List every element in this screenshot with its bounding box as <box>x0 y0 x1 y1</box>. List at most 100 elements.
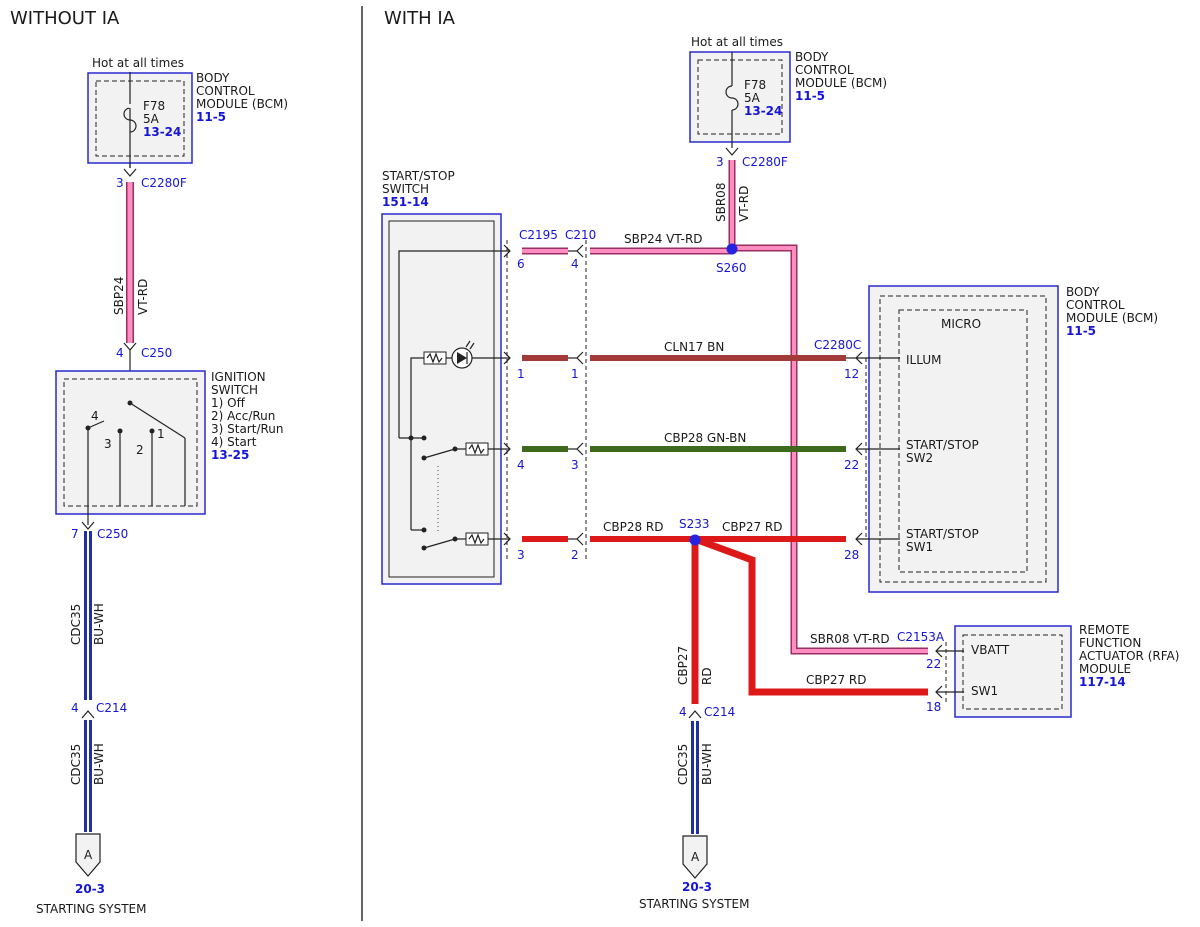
left-hot-label: Hot at all times <box>92 56 184 70</box>
right-bcm-top-label-1: BODY <box>795 50 829 64</box>
rfa-ref: 117-14 <box>1079 675 1126 689</box>
row1-pin-left: 1 <box>517 367 525 381</box>
left-fuse-ref: 13-24 <box>143 125 181 139</box>
ignition-label-3: 1) Off <box>211 396 246 410</box>
left-wire-cdc35-color-2: BU-WH <box>92 743 106 785</box>
ignition-label-2: SWITCH <box>211 383 258 397</box>
right-wire-cdc35-circuit: CDC35 <box>676 744 690 785</box>
ignition-label-6: 4) Start <box>211 435 257 449</box>
right-fuse-name: F78 <box>744 78 766 92</box>
rfa-label-2: FUNCTION <box>1079 636 1141 650</box>
ss-sw1-contact <box>423 538 456 549</box>
rfa-label-1: REMOTE <box>1079 623 1130 637</box>
rfa-pin-22: 22 <box>926 657 941 671</box>
left-c2280f-label: C2280F <box>141 176 187 190</box>
left-wire-cdc35-circuit-2: CDC35 <box>69 744 83 785</box>
ss-illum-branch <box>410 357 424 438</box>
right-c214-connector <box>688 710 702 719</box>
splice-s260 <box>726 243 738 255</box>
cln17-label: CLN17 BN <box>664 340 724 354</box>
row1-pin-mid: 1 <box>571 367 579 381</box>
right-wire-sbr08-circuit: SBR08 <box>714 183 728 222</box>
left-c250-bot-pin: 7 <box>71 527 79 541</box>
row3-pin-mid: 2 <box>571 548 579 562</box>
ss-sw2-contact <box>423 448 456 459</box>
left-fuse-name: F78 <box>143 99 165 113</box>
left-c2280f-connector <box>123 168 137 177</box>
rfa-module-inner <box>962 634 1063 710</box>
row3-pin-bcm: 28 <box>844 548 859 562</box>
left-wire-sbp24-circuit: SBP24 <box>112 277 126 315</box>
cbp27-vert-circuit: CBP27 <box>676 646 690 685</box>
splice-s233 <box>689 534 701 546</box>
left-c214-label: C214 <box>96 701 127 715</box>
pin-c2195-top: 6 <box>517 257 525 271</box>
cbp27-low-label: CBP27 RD <box>806 673 867 687</box>
pin-c210-top: 4 <box>571 257 579 271</box>
right-off-page-connector[interactable] <box>682 835 708 879</box>
row2-pin-left: 4 <box>517 458 525 472</box>
right-fuse-rating: 5A <box>744 91 761 105</box>
ignition-pos-4: 4 <box>91 409 99 423</box>
ignition-label-1: IGNITION <box>211 370 266 384</box>
left-wire-cdc35-circuit-1: CDC35 <box>69 604 83 645</box>
bcm-micro-box <box>898 309 1028 573</box>
left-c250-top-label: C250 <box>141 346 172 360</box>
ss-label-2: SWITCH <box>382 182 429 196</box>
left-c250-bot-connector <box>81 521 95 530</box>
header-without-ia: WITHOUT IA <box>10 8 120 29</box>
ignition-pos-2: 2 <box>136 443 144 457</box>
right-wire-cdc35-color: BU-WH <box>700 743 714 785</box>
c2280c-label: C2280C <box>814 338 861 352</box>
bcm-micro-label: MICRO <box>941 317 981 331</box>
rfa-label-3: ACTUATOR (RFA) <box>1079 649 1179 663</box>
sbr08-low-label: SBR08 VT-RD <box>810 632 890 646</box>
left-bcm-label-3: MODULE (BCM) <box>196 97 288 111</box>
right-bcm-top-inner <box>697 59 783 135</box>
left-dest-label: STARTING SYSTEM <box>36 902 146 916</box>
left-bcm-inner <box>95 80 185 157</box>
bcm-sw2-2: SW2 <box>906 451 933 465</box>
left-dest-ref[interactable]: 20-3 <box>75 882 105 896</box>
bcm-illum: ILLUM <box>906 353 941 367</box>
ignition-switch-blade <box>129 402 186 439</box>
bcm-right-label-3: MODULE (BCM) <box>1066 311 1158 325</box>
row2-pin-mid: 3 <box>571 458 579 472</box>
ignition-pos-3: 3 <box>104 437 112 451</box>
left-wire-sbp24-color: VT-RD <box>136 279 150 315</box>
c210-label: C210 <box>565 228 596 242</box>
left-c214-connector <box>81 710 95 719</box>
sbp24-label: SBP24 VT-RD <box>624 232 703 246</box>
left-c250-top-connector <box>123 342 137 351</box>
ss-label-1: START/STOP <box>382 169 455 183</box>
cbp27-vert-color: RD <box>700 667 714 685</box>
right-c214-pin: 4 <box>679 705 687 719</box>
bcm-sw1-2: SW1 <box>906 540 933 554</box>
left-off-page-letter: A <box>84 848 93 862</box>
left-off-page-connector[interactable] <box>75 833 101 877</box>
right-dest-ref[interactable]: 20-3 <box>682 880 712 894</box>
right-bcm-top-ref: 11-5 <box>795 89 825 103</box>
ss-ref: 151-14 <box>382 195 429 209</box>
right-c2280f-connector <box>725 147 739 156</box>
left-c2280f-pin: 3 <box>116 176 124 190</box>
ignition-ref: 13-25 <box>211 448 249 462</box>
header-with-ia: WITH IA <box>384 8 456 29</box>
right-fuse-ref: 13-24 <box>744 104 782 118</box>
ignition-pos-1: 1 <box>157 427 165 441</box>
cbp27-rd-label: CBP27 RD <box>722 520 783 534</box>
right-bcm-top-label-3: MODULE (BCM) <box>795 76 887 90</box>
right-dest-label: STARTING SYSTEM <box>639 897 749 911</box>
right-hot-label: Hot at all times <box>691 35 783 49</box>
s260-label: S260 <box>716 261 747 275</box>
rfa-vbatt: VBATT <box>971 643 1010 657</box>
left-bcm-label-2: CONTROL <box>196 84 255 98</box>
ignition-label-4: 2) Acc/Run <box>211 409 275 423</box>
left-wire-cdc35-color-1: BU-WH <box>92 603 106 645</box>
left-c250-top-pin: 4 <box>116 346 124 360</box>
right-bcm-top-label-2: CONTROL <box>795 63 854 77</box>
rfa-sw1: SW1 <box>971 684 998 698</box>
bcm-sw1-1: START/STOP <box>906 527 979 541</box>
right-off-page-letter: A <box>691 850 700 864</box>
